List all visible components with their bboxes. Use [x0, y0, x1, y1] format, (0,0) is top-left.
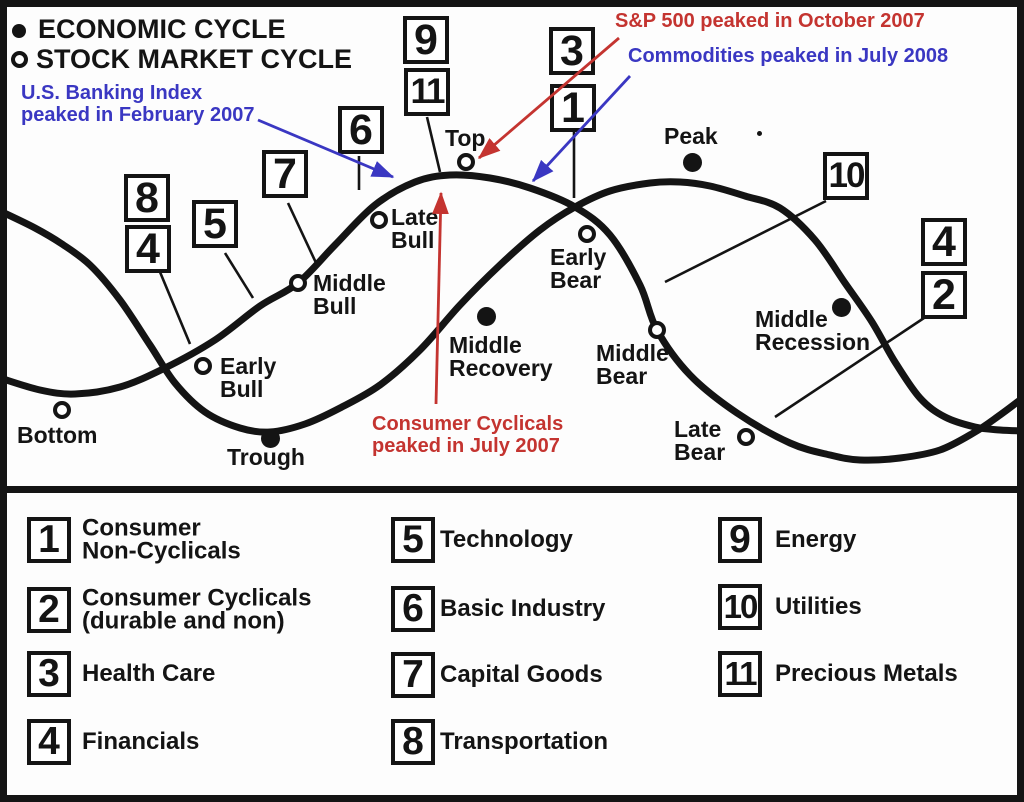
callout-box-6-4: 6	[338, 106, 384, 154]
top-marker	[457, 153, 475, 171]
early-bull-label: Early Bull	[220, 353, 277, 402]
sector-3-box: 3	[27, 651, 71, 697]
middle-recovery-label: Middle Recovery	[449, 332, 553, 381]
sector-8-box: 8	[391, 719, 435, 765]
sector-4-label: Financials	[82, 727, 200, 755]
banking-index-annotation-line1: U.S. Banking Index	[21, 82, 203, 104]
commodities-annotation-line1: Commodities peaked in July 2008	[628, 45, 949, 67]
banking-index-annotation: U.S. Banking Index peaked in February 20…	[21, 82, 255, 126]
sector-3-label: Health Care	[82, 659, 216, 687]
stock-cycle-marker-icon	[11, 51, 28, 68]
bottom-label: Bottom	[17, 422, 98, 448]
callout-box-3-7: 3	[549, 27, 595, 75]
callout-box-7-3: 7	[262, 150, 308, 198]
sp500-annotation: S&P 500 peaked in October 2007	[615, 10, 925, 33]
sp500-annotation-line1: S&P 500 peaked in October 2007	[615, 10, 925, 32]
trough-label: Trough	[227, 444, 305, 470]
sector-8-label: Transportation	[440, 727, 609, 755]
sector-6-box: 6	[391, 586, 435, 632]
callout-box-1-8: 1	[550, 84, 596, 132]
sector-1-label: Consumer Non-Cyclicals	[82, 514, 241, 564]
sector-9-box: 9	[718, 517, 762, 563]
middle-recession-label: Middle Recession	[755, 306, 871, 355]
sector-1-box: 1	[27, 517, 71, 563]
callout-box-11-6: 11	[404, 68, 450, 116]
callout-box-4-10: 4	[921, 218, 967, 266]
middle-bull-label: Middle Bull	[313, 270, 386, 319]
callout-box-8-0: 8	[124, 174, 170, 222]
sector-10-label: Utilities	[775, 592, 862, 620]
stray-dot-0	[757, 131, 762, 136]
middle-recovery-marker	[476, 306, 496, 326]
callout-box-2-11: 2	[921, 271, 967, 319]
sector-2-box: 2	[27, 587, 71, 633]
callout-leader-10	[664, 199, 827, 284]
sector-7-box: 7	[391, 652, 435, 698]
sector-10-box: 10	[718, 584, 762, 630]
callout-box-5-2: 5	[192, 200, 238, 248]
callout-leader-7	[286, 202, 319, 266]
consumer-cyclicals-annotation-line2: peaked in July 2007	[372, 434, 560, 457]
sector-11-box: 11	[718, 651, 762, 697]
late-bear-marker	[737, 428, 755, 446]
consumer-cyclicals-annotation-line1: Consumer Cyclicals	[372, 413, 564, 435]
callout-box-9-5: 9	[403, 16, 449, 64]
callout-leader-11	[425, 116, 442, 173]
callout-box-10-9: 10	[823, 152, 869, 200]
middle-bull-marker	[289, 274, 307, 292]
panel-divider	[0, 486, 1024, 493]
middle-bear-marker	[648, 321, 666, 339]
sector-6-label: Basic Industry	[440, 594, 606, 622]
banking-index-annotation-line2: peaked in February 2007	[21, 103, 255, 126]
early-bull-marker	[194, 357, 212, 375]
stock-cycle-label: STOCK MARKET CYCLE	[36, 44, 353, 74]
middle-bear-label: Middle Bear	[596, 340, 669, 389]
late-bear-label: Late Bear	[674, 416, 726, 465]
economic-cycle-marker-icon	[12, 24, 26, 38]
sector-7-label: Capital Goods	[440, 660, 603, 688]
sector-2-label: Consumer Cyclicals (durable and non)	[82, 584, 312, 634]
early-bear-marker	[578, 225, 596, 243]
economic-cycle-label: ECONOMIC CYCLE	[38, 14, 286, 44]
bottom-marker	[53, 401, 71, 419]
peak-marker	[682, 152, 702, 172]
sector-9-label: Energy	[775, 525, 857, 553]
sector-4-box: 4	[27, 719, 71, 765]
sector-11-label: Precious Metals	[775, 659, 958, 687]
early-bear-label: Early Bear	[550, 244, 607, 293]
sector-5-label: Technology	[440, 525, 573, 553]
consumer-cyclicals-annotation: Consumer Cyclicals peaked in July 2007	[372, 413, 564, 457]
sector-5-box: 5	[391, 517, 435, 563]
callout-leader-4	[158, 271, 192, 345]
commodities-annotation: Commodities peaked in July 2008	[628, 45, 949, 68]
top-label: Top	[445, 125, 486, 151]
callout-box-4-1: 4	[125, 225, 171, 273]
peak-label: Peak	[664, 123, 718, 149]
late-bull-label: Late Bull	[391, 204, 439, 253]
late-bull-marker	[370, 211, 388, 229]
callout-leader-5	[223, 252, 255, 299]
